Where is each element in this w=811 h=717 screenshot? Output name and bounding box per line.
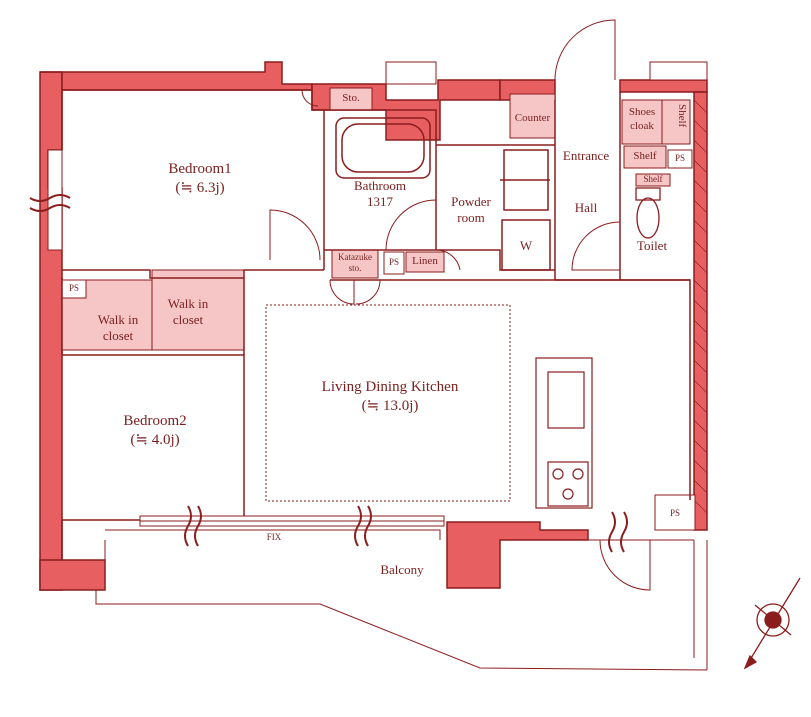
shelf-toilet-box: [635, 173, 671, 187]
kitchen-counter: [535, 357, 593, 509]
counter-label: Counter: [514, 112, 551, 124]
sto-label: Sto.: [342, 92, 360, 104]
window-break-marks: [29, 194, 628, 553]
shelf-vertical-label: Shelf: [676, 104, 688, 128]
wall-bottom-left: [39, 559, 106, 591]
linen-label: Linen: [412, 255, 438, 267]
washer-label: W: [519, 238, 533, 253]
ps-box-entrance: [667, 149, 693, 169]
shelf-v-box: [661, 99, 691, 145]
wic2-label: Walk in closet: [167, 296, 209, 328]
balcony-outline: [95, 529, 708, 671]
ldk-label: Living Dining Kitchen (≒ 13.0j): [321, 379, 459, 414]
toilet-label: Toilet: [636, 238, 668, 253]
bedroom2-label: Bedroom2 (≒ 4.0j): [123, 413, 187, 448]
ps-box-center: [383, 251, 405, 275]
wall-north-bedroom1: [40, 61, 313, 91]
wall-east-strip: [693, 91, 708, 531]
storage-fills: [61, 87, 696, 531]
doors: [269, 19, 651, 591]
windows: [47, 61, 708, 527]
bedroom1-label: Bedroom1 (≒ 6.3j): [168, 161, 232, 196]
bathroom-label: Bathroom 1317: [354, 178, 406, 210]
ldk-dotted-area: [265, 304, 511, 502]
fix-label: FIX: [266, 532, 282, 542]
toilet-icon: [635, 187, 661, 239]
balcony-label: Balcony: [380, 562, 424, 577]
shoes-box: [621, 99, 663, 145]
shelf-horizontal-label: Shelf: [633, 150, 657, 162]
ps-label-west: PS: [68, 283, 79, 293]
katazuke-label: Katazuke sto.: [338, 252, 372, 274]
wic1-label: Walk in closet: [97, 312, 139, 344]
shelf-toilet-label: Shelf: [643, 174, 663, 184]
powder-room-label: Powder room: [451, 194, 491, 226]
compass-icon: [743, 577, 801, 670]
ps-label-entrance: PS: [674, 153, 685, 163]
entrance-label: Entrance: [562, 148, 610, 163]
interior-walls: [61, 89, 691, 560]
stove-icon: [547, 461, 589, 507]
shoes-cloak-label: Shoes cloak: [628, 106, 656, 132]
bathtub-icon: [335, 117, 431, 179]
ps-label-east: PS: [669, 508, 680, 518]
katazuke-box: [331, 249, 379, 279]
wic2-box: [151, 269, 245, 351]
ps-box-east: [654, 494, 696, 531]
wall-column-balcony: [446, 521, 589, 589]
linen-box: [405, 251, 445, 273]
ps-label-center: PS: [388, 257, 399, 267]
shelf-h-box: [623, 145, 667, 169]
hall-label: Hall: [574, 200, 598, 215]
east-hatch: [693, 99, 708, 514]
wall-north-east: [619, 79, 708, 93]
